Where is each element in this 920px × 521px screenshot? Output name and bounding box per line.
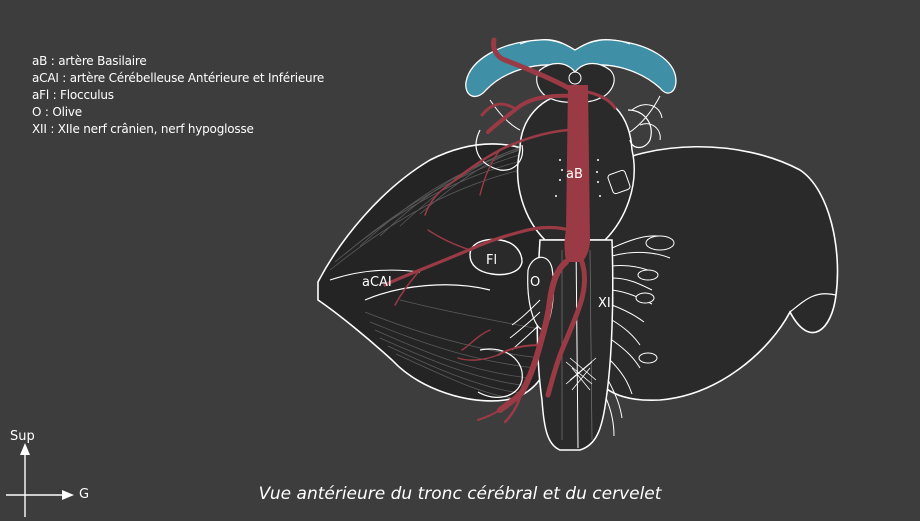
aica-artery [383, 225, 577, 287]
arteries [383, 37, 617, 424]
orientation-left-label: G [79, 487, 90, 502]
legend-item-aica: aCAI : artère Cérébelleuse Antérieure et… [32, 71, 325, 85]
orientation-superior-label: Sup [10, 429, 35, 444]
caption-text: Vue antérieure du tronc cérébral et du c… [258, 484, 662, 504]
label-hypoglossal: XII [598, 296, 615, 311]
figure-caption: Vue antérieure du tronc cérébral et du c… [0, 484, 920, 504]
legend-item-hypoglossal: XII : XIIe nerf crânien, nerf hypoglosse [32, 122, 254, 136]
basilar-artery [564, 85, 590, 262]
label-basilar-artery: aB [566, 167, 583, 182]
label-flocculus: Fl [486, 253, 497, 268]
legend-item-flocculus: aFl : Flocculus [32, 88, 114, 102]
medulla-oblongata [536, 239, 614, 451]
orientation-compass [6, 443, 74, 517]
arrow-right-icon [62, 490, 74, 500]
flocculus [469, 238, 523, 276]
label-aica: aCAI [362, 275, 392, 290]
legend: aB : artère Basilaire aCAI : artère Céré… [32, 53, 324, 138]
right-cerebellar-hemisphere [591, 146, 839, 401]
arrow-up-icon [20, 443, 30, 455]
legend-item-olive: O : Olive [32, 105, 82, 119]
label-olive: O [530, 275, 540, 290]
legend-item-basilar: aB : artère Basilaire [32, 54, 147, 68]
